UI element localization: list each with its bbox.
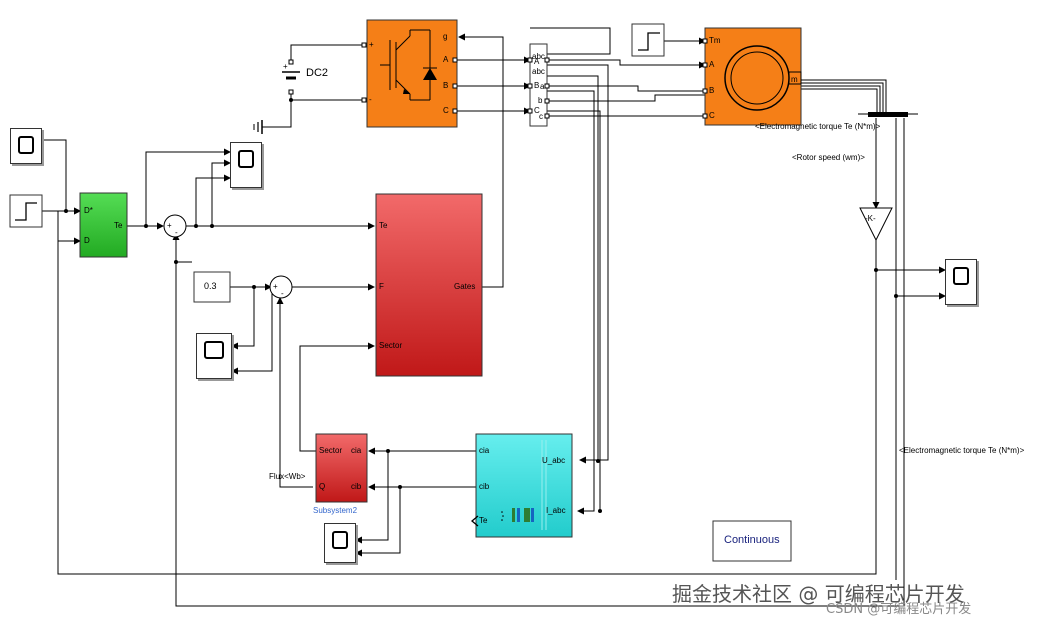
ground-symbol [253, 120, 263, 134]
inverter-port-minus: - [369, 95, 372, 104]
controller-port-d: D [84, 236, 90, 245]
scope-screen-icon [238, 150, 254, 168]
dc-source-label: DC2 [306, 67, 329, 79]
load-torque-step-block[interactable] [631, 23, 665, 57]
flux-reference-constant[interactable] [193, 271, 231, 303]
speed-torque-scope[interactable] [945, 259, 977, 305]
meas-port-te: Te [479, 516, 488, 525]
dtc-port-gates: Gates [454, 282, 476, 291]
inverter-port-a: A [443, 55, 449, 64]
powergui-label: Continuous [724, 534, 780, 546]
meas-port-iabc: I_abc [546, 506, 566, 515]
motor-port-m: m [791, 75, 798, 84]
meas-port-uabc: U_abc [542, 456, 566, 465]
sum2-plus-sign: + [273, 282, 278, 291]
constant-value: 0.3 [204, 281, 217, 291]
dtc-port-f: F [379, 282, 384, 291]
controller-port-te: Te [114, 221, 123, 230]
wire-ground [262, 100, 292, 128]
dtc-port-sector: Sector [379, 341, 403, 350]
gain-label: -K- [865, 214, 876, 223]
dc-voltage-source[interactable]: + [282, 59, 300, 95]
inverter-port-g: g [443, 32, 448, 41]
sub2-port-q: Q [319, 482, 326, 491]
em-torque-label-top: <Electromagnetic torque Te (N*m)> [755, 122, 881, 131]
torque-controller-block[interactable] [79, 192, 128, 258]
bus-port-c-lower: c [539, 112, 543, 121]
dtc-switching-subsystem[interactable] [375, 193, 483, 377]
bus-port-c-upper: C [534, 106, 540, 115]
meas-port-cia: cia [479, 446, 490, 455]
sum1-plus-sign: + [167, 221, 172, 230]
dtc-port-te: Te [379, 221, 388, 230]
sub2-port-sector: Sector [319, 446, 343, 455]
watermark-small: CSDN @可编程芯片开发 [826, 602, 972, 617]
rotor-speed-label: <Rotor speed (wm)> [792, 153, 865, 162]
induction-motor-block[interactable] [702, 27, 802, 126]
controller-port-dstar: D* [84, 206, 93, 215]
reference-step-block[interactable] [9, 194, 43, 228]
current-scope[interactable] [324, 523, 356, 563]
motor-port-tm: Tm [709, 36, 721, 45]
scope-screen-icon [18, 136, 34, 154]
sub2-port-cia: cia [351, 446, 362, 455]
scope-screen-icon [204, 341, 224, 359]
scope-screen-icon [332, 531, 348, 549]
inverter-port-plus: + [369, 40, 374, 49]
meas-port-cib: cib [479, 482, 490, 491]
junction-dots [64, 98, 898, 513]
measurement-subsystem[interactable] [470, 433, 573, 538]
bus-port-b-lower: b [538, 96, 543, 105]
inverter-port-b: B [443, 81, 449, 90]
torque-error-sum[interactable] [163, 214, 187, 238]
motor-port-a: A [709, 60, 715, 69]
bus-selector-block[interactable] [527, 43, 550, 127]
bus-port-a-lower: a [540, 82, 545, 91]
motor-port-c: C [709, 111, 715, 120]
flux-sector-subsystem[interactable] [315, 433, 368, 503]
speed-gain-block[interactable] [859, 207, 893, 242]
svg-text:+: + [283, 62, 288, 71]
torque-scope-left[interactable] [10, 128, 42, 164]
wire-dc-minus [290, 92, 367, 101]
bus-port-a-upper: A [534, 57, 540, 66]
flux-signal-label: Flux<Wb> [269, 472, 306, 481]
scope-screen-icon [953, 267, 969, 285]
bus-port-abc-1: abc [532, 52, 545, 61]
watermark-main: 掘金技术社区 @ 可编程芯片开发 [672, 582, 965, 606]
sub2-port-cib: cib [351, 482, 362, 491]
bus-port-abc-2: abc [532, 67, 545, 76]
inverter-port-c: C [443, 106, 449, 115]
em-torque-label-side: <Electromagnetic torque Te (N*m)> [899, 446, 1025, 455]
sum2-minus-sign: - [281, 289, 284, 298]
subsystem2-name: Subsystem2 [313, 506, 358, 515]
sum1-minus-sign: - [175, 228, 178, 237]
torque-compare-scope[interactable] [230, 142, 262, 188]
powergui-block[interactable] [712, 520, 792, 562]
motor-port-b: B [709, 86, 715, 95]
flux-scope[interactable] [196, 333, 232, 379]
motor-measurement-bus[interactable] [858, 112, 918, 117]
bus-port-b-upper: B [534, 81, 540, 90]
wire-dc-plus [290, 44, 367, 62]
flux-error-sum[interactable] [269, 275, 293, 299]
igbt-inverter-block[interactable] [361, 19, 458, 128]
